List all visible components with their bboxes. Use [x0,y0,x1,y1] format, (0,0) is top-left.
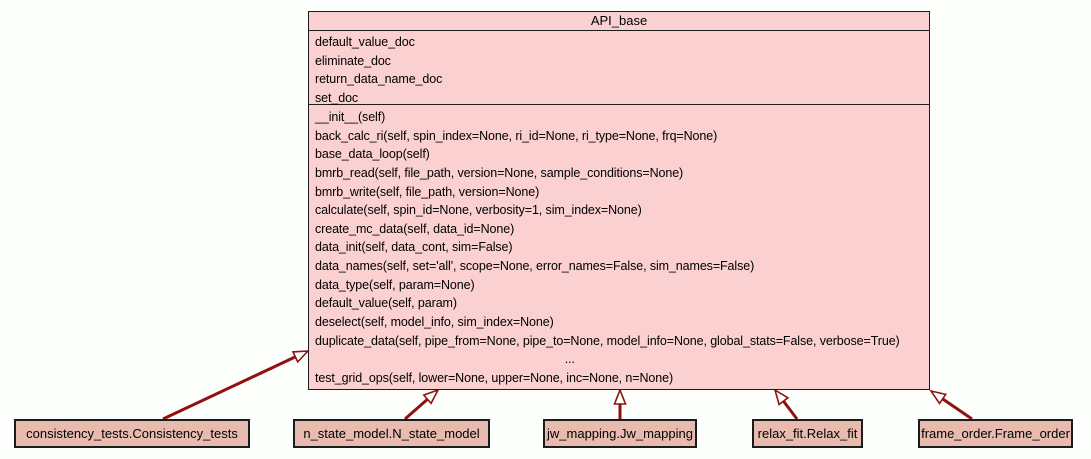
method-row: data_names(self, set='all', scope=None, … [315,259,755,273]
inheritance-arrow-relax-fit [773,388,799,420]
method-row: create_mc_data(self, data_id=None) [315,221,515,236]
attributes-section: default_value_doc eliminate_doc return_d… [309,31,929,105]
inheritance-arrow-consistency-tests [162,350,310,421]
class-label: jw_mapping.Jw_mapping [547,426,693,441]
method-row: duplicate_data(self, pipe_from=None, pip… [315,333,900,348]
method-row: back_calc_ri(self, spin_index=None, ri_i… [315,128,718,143]
class-label: consistency_tests.Consistency_tests [26,426,238,441]
class-box-api-base: API_base default_value_doc eliminate_doc… [308,11,930,390]
class-label: n_state_model.N_state_model [303,426,480,441]
attribute-row: set_doc [315,90,359,105]
methods-section: __init__(self) back_calc_ri(self, spin_i… [309,105,929,389]
method-row: data_type(self, param=None) [315,277,475,292]
inheritance-arrowhead-icon [422,388,440,405]
class-box-frame-order[interactable]: frame_order.Frame_order [918,419,1073,448]
class-box-relax-fit[interactable]: relax_fit.Relax_fit [752,419,863,448]
method-row: calculate(self, spin_id=None, verbosity=… [315,203,642,218]
method-row: __init__(self) [315,110,386,124]
inheritance-arrow-jw-mapping [613,387,627,419]
methods-ellipsis: ... [564,352,575,367]
method-row: default_value(self, param) [315,296,457,311]
inheritance-arrowhead-icon [773,388,790,406]
class-box-consistency-tests[interactable]: consistency_tests.Consistency_tests [14,419,250,448]
method-row: data_init(self, data_cont, sim=False) [315,240,513,255]
method-row: base_data_loop(self) [315,147,430,162]
inheritance-arrowhead-icon [613,387,627,405]
method-row: deselect(self, model_info, sim_index=Non… [315,314,554,329]
class-label: relax_fit.Relax_fit [757,426,858,441]
inheritance-arrow-frame-order [929,389,973,421]
class-box-jw-mapping[interactable]: jw_mapping.Jw_mapping [543,419,697,448]
attribute-row: eliminate_doc [315,53,391,68]
inheritance-arrowhead-icon [291,350,310,364]
class-box-n-state-model[interactable]: n_state_model.N_state_model [293,419,490,448]
inheritance-arrow-n-state-model [404,388,440,421]
inheritance-arrowhead-icon [929,389,948,405]
class-title[interactable]: API_base [309,12,929,31]
method-row: bmrb_write(self, file_path, version=None… [315,184,540,199]
attribute-row: return_data_name_doc [315,72,443,86]
attribute-row: default_value_doc [315,35,415,49]
method-row: test_grid_ops(self, lower=None, upper=No… [315,370,674,385]
class-label: frame_order.Frame_order [921,426,1070,441]
method-row: bmrb_read(self, file_path, version=None,… [315,165,684,180]
